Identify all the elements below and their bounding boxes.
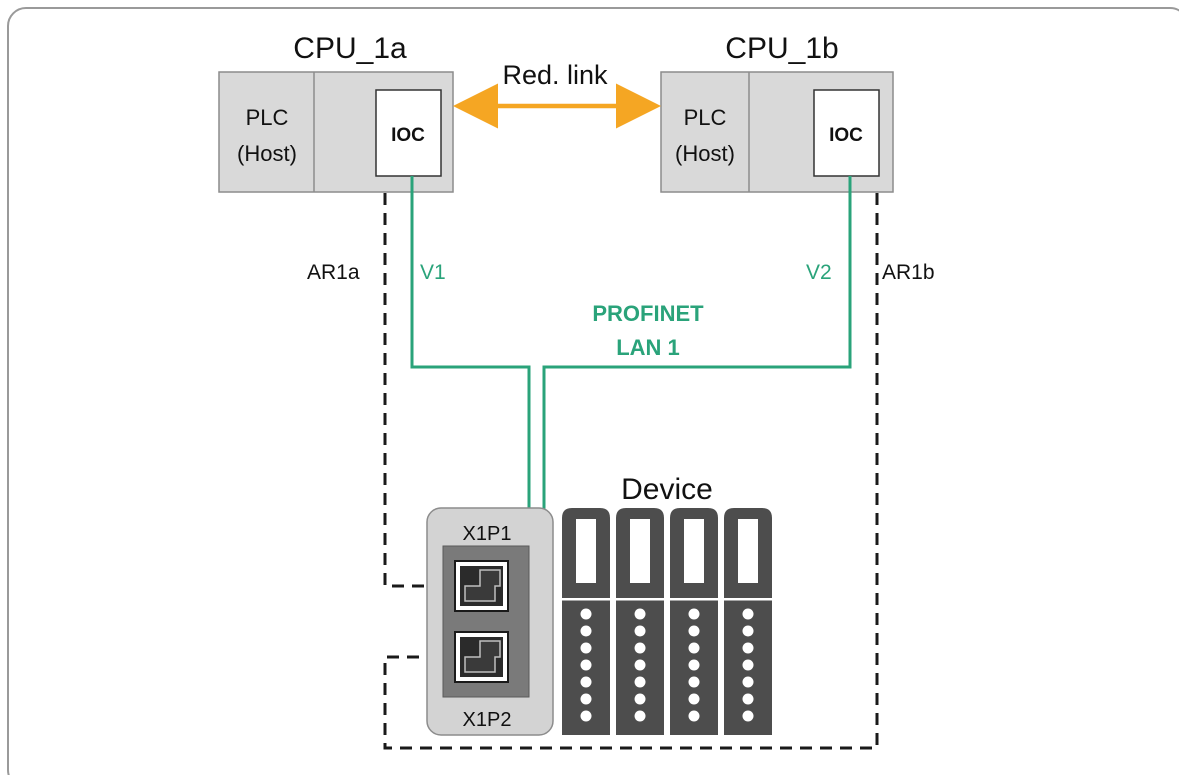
cpu-1b-ioc-label: IOC xyxy=(829,125,863,146)
cpu-1a: CPU_1a PLC (Host) IOC xyxy=(218,32,454,193)
io-module-3-led xyxy=(688,625,700,637)
cpu-1b-host-label: (Host) xyxy=(675,141,735,166)
io-module-3-led xyxy=(688,659,700,671)
device-title: Device xyxy=(621,473,713,506)
io-module-1-led xyxy=(580,608,592,620)
ar1b-line xyxy=(383,193,879,750)
io-module-3-led xyxy=(688,608,700,620)
interface-module: X1P1 X1P2 xyxy=(426,507,554,736)
io-module-3-separator xyxy=(670,598,718,601)
io-module-2-body xyxy=(616,508,664,735)
io-module-4-led xyxy=(742,710,754,722)
v2-label: V2 xyxy=(806,261,832,284)
io-module-4-window xyxy=(738,519,758,583)
port-x1p2-icon xyxy=(454,631,509,683)
ar1b-label: AR1b xyxy=(882,261,935,284)
io-module-1-led xyxy=(580,625,592,637)
cpu-1a-ioc-box xyxy=(375,89,442,177)
io-module-4-led xyxy=(742,625,754,637)
io-module-4 xyxy=(724,508,772,735)
v1-label: V1 xyxy=(420,261,446,284)
io-module-3-led xyxy=(688,642,700,654)
io-module-3-led xyxy=(688,710,700,722)
io-module-4-led xyxy=(742,676,754,688)
cpu-1b-plc-label: PLC xyxy=(684,105,727,130)
io-module-1-window xyxy=(576,519,596,583)
io-module-1-led xyxy=(580,693,592,705)
io-module-4-led xyxy=(742,693,754,705)
io-module-3-led xyxy=(688,693,700,705)
port-x1p1-label: X1P1 xyxy=(463,523,512,545)
io-module-2-led xyxy=(634,625,646,637)
io-module-2-led xyxy=(634,608,646,620)
port-x1p1-icon xyxy=(454,560,509,612)
cpu-1a-ioc-label: IOC xyxy=(391,125,425,146)
io-module-3 xyxy=(670,508,718,735)
cpu-1b-title: CPU_1b xyxy=(725,32,838,65)
io-module-4-led xyxy=(742,642,754,654)
io-module-1-led xyxy=(580,710,592,722)
io-module-4-led xyxy=(742,659,754,671)
io-module-2-led xyxy=(634,710,646,722)
cpu-1a-host-label: (Host) xyxy=(237,141,297,166)
io-module-3-window xyxy=(684,519,704,583)
io-module-3-body xyxy=(670,508,718,735)
redundancy-link-label: Red. link xyxy=(502,60,608,90)
ar1a-label: AR1a xyxy=(307,261,360,284)
io-module-4-separator xyxy=(724,598,772,601)
diagram-frame xyxy=(7,7,1179,775)
lan-label: LAN 1 xyxy=(616,335,680,360)
io-module-1 xyxy=(562,508,610,735)
redundancy-link: Red. link xyxy=(453,60,661,129)
io-module-2 xyxy=(616,508,664,735)
io-module-2-window xyxy=(630,519,650,583)
io-module-2-led xyxy=(634,642,646,654)
io-module-3-led xyxy=(688,676,700,688)
cpu-1a-title: CPU_1a xyxy=(293,32,407,65)
ar1a-line xyxy=(383,193,455,588)
cpu-1b-ioc-box xyxy=(813,89,880,177)
io-module-4-body xyxy=(724,508,772,735)
io-module-1-led xyxy=(580,676,592,688)
cpu-1b: CPU_1b PLC (Host) IOC xyxy=(660,32,894,193)
profinet-label: PROFINET xyxy=(592,301,704,326)
io-module-2-led xyxy=(634,659,646,671)
io-module-2-separator xyxy=(616,598,664,601)
port-x1p2-label: X1P2 xyxy=(463,709,512,731)
io-module-1-led xyxy=(580,642,592,654)
io-module-1-led xyxy=(580,659,592,671)
io-module-1-body xyxy=(562,508,610,735)
cpu-1a-plc-label: PLC xyxy=(246,105,289,130)
io-module-2-led xyxy=(634,676,646,688)
io-module-1-separator xyxy=(562,598,610,601)
ar-connections xyxy=(383,193,879,750)
io-module-4-led xyxy=(742,608,754,620)
io-module-2-led xyxy=(634,693,646,705)
